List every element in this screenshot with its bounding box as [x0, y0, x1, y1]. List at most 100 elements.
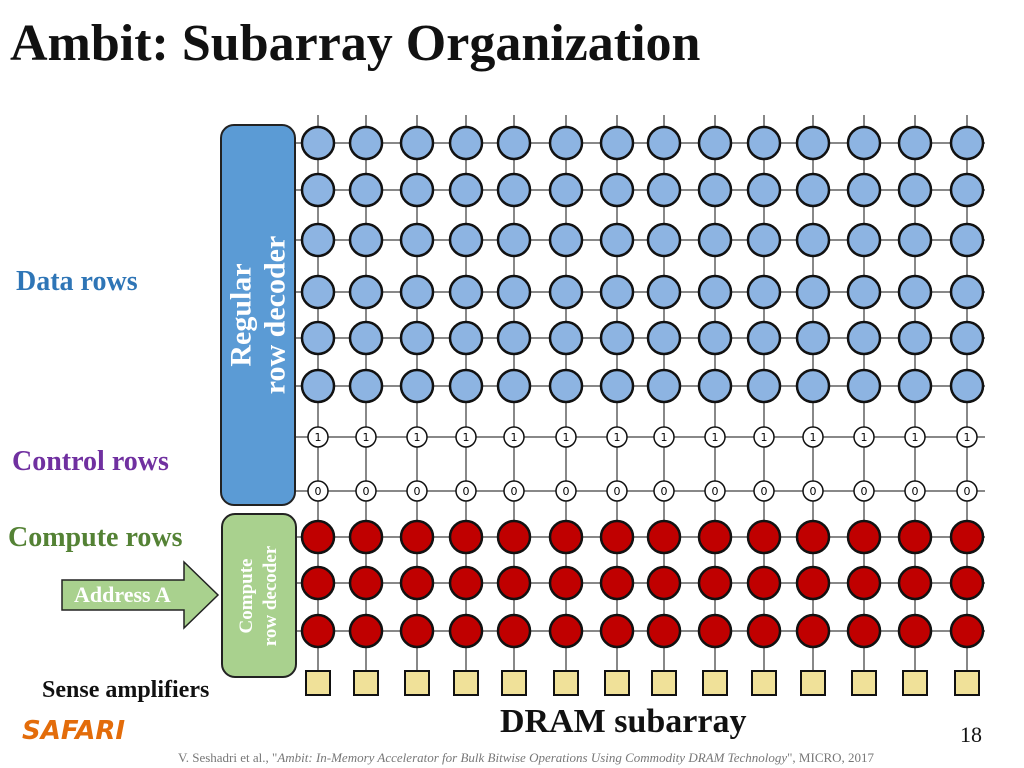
control-cell-value: 0 [712, 485, 719, 498]
compute-cell [746, 613, 782, 649]
data-cell [348, 172, 384, 208]
control-cell-value: 1 [661, 431, 668, 444]
compute-cell [548, 565, 584, 601]
compute-cell [599, 519, 635, 555]
data-cell [548, 222, 584, 258]
sense-amplifier [553, 670, 579, 696]
compute-cell [897, 613, 933, 649]
compute-cell [795, 613, 831, 649]
control-cell [704, 480, 726, 502]
control-cell [653, 480, 675, 502]
data-cell [348, 125, 384, 161]
data-cell [897, 172, 933, 208]
control-cell [406, 426, 428, 448]
data-cell [646, 368, 682, 404]
data-cell [746, 172, 782, 208]
data-cell [496, 222, 532, 258]
compute-cell [548, 519, 584, 555]
compute-cell [949, 613, 985, 649]
control-cell [853, 426, 875, 448]
data-cell [548, 125, 584, 161]
compute-cell [599, 613, 635, 649]
regular-decoder-line2: row decoder [258, 235, 292, 395]
data-rows-label: Data rows [16, 266, 138, 297]
data-cell [949, 368, 985, 404]
data-cell [548, 274, 584, 310]
data-cell [697, 172, 733, 208]
control-cell-value: 0 [563, 485, 570, 498]
data-cell [599, 222, 635, 258]
control-cell [802, 426, 824, 448]
data-cell [646, 172, 682, 208]
control-rows-label: Control rows [12, 446, 169, 477]
sense-amplifier [305, 670, 331, 696]
control-cell [956, 426, 978, 448]
control-cell [653, 426, 675, 448]
compute-cell [795, 519, 831, 555]
data-cell [496, 274, 532, 310]
control-cell [455, 426, 477, 448]
dram-subarray-label: DRAM subarray [500, 703, 747, 740]
data-cell [846, 172, 882, 208]
data-cell [646, 125, 682, 161]
data-cell [496, 125, 532, 161]
compute-cell [949, 565, 985, 601]
data-cell [746, 125, 782, 161]
data-cell [348, 320, 384, 356]
sense-amplifier [851, 670, 877, 696]
data-cell [300, 222, 336, 258]
control-cell [503, 426, 525, 448]
data-cell [846, 320, 882, 356]
sense-amplifier [453, 670, 479, 696]
control-cell-value: 1 [463, 431, 470, 444]
data-cell [599, 368, 635, 404]
compute-cell [496, 613, 532, 649]
data-cell [949, 274, 985, 310]
control-cell-value: 1 [414, 431, 421, 444]
data-cell [795, 368, 831, 404]
data-cell [399, 125, 435, 161]
data-cell [646, 320, 682, 356]
control-cell [406, 480, 428, 502]
compute-cell [348, 519, 384, 555]
compute-cell [399, 613, 435, 649]
data-cell [795, 125, 831, 161]
compute-cell [897, 565, 933, 601]
compute-cell [348, 565, 384, 601]
compute-decoder-line2: row decoder [260, 545, 281, 646]
data-cell [448, 320, 484, 356]
sense-amplifier [501, 670, 527, 696]
address-a-label: Address A [74, 582, 171, 607]
citation-venue: ", MICRO, 2017 [787, 750, 875, 765]
control-cell-value: 0 [614, 485, 621, 498]
compute-cell [746, 519, 782, 555]
control-cell-value: 1 [761, 431, 768, 444]
data-cell [697, 222, 733, 258]
data-cell [300, 125, 336, 161]
compute-cell [448, 613, 484, 649]
compute-cell [448, 519, 484, 555]
control-cell [503, 480, 525, 502]
data-cell [496, 320, 532, 356]
data-cell [746, 368, 782, 404]
data-cell [399, 274, 435, 310]
control-cell-value: 1 [614, 431, 621, 444]
data-cell [448, 274, 484, 310]
sense-amplifier [651, 670, 677, 696]
data-cell [746, 222, 782, 258]
control-cell-value: 1 [563, 431, 570, 444]
sense-amplifier [751, 670, 777, 696]
citation: V. Seshadri et al., "Ambit: In-Memory Ac… [178, 750, 874, 766]
page-number: 18 [960, 722, 982, 747]
data-cell [795, 274, 831, 310]
data-cell [348, 222, 384, 258]
control-cell-value: 0 [511, 485, 518, 498]
control-cell-value: 0 [810, 485, 817, 498]
safari-logo: SAFARI [22, 716, 126, 746]
data-cell [949, 222, 985, 258]
compute-cell [846, 565, 882, 601]
compute-cell [949, 519, 985, 555]
data-cell [897, 368, 933, 404]
